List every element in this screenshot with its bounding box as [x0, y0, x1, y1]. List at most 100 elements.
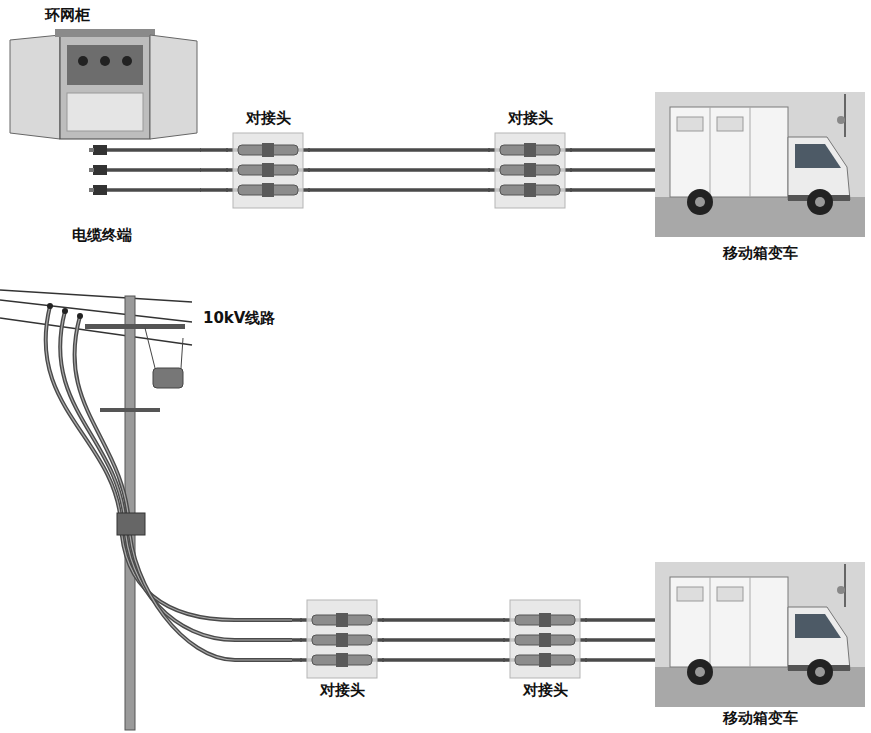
connector-core [262, 163, 274, 177]
box-vent [677, 117, 703, 131]
overhead-wire [0, 290, 192, 302]
node-label: 移动箱变车 [723, 245, 798, 262]
part-label: 电缆终端 [72, 227, 132, 244]
antenna [844, 94, 846, 137]
cable-clamp-point [77, 313, 83, 319]
cable-terminal [93, 145, 107, 155]
cable-clamp-point [47, 303, 53, 309]
cabinet-drawing [10, 29, 201, 195]
wheel [687, 659, 713, 685]
connector-core [539, 653, 551, 667]
cabinet-node: 环网柜 [5, 5, 200, 205]
terminal-lug [89, 188, 94, 192]
connector-core [336, 653, 348, 667]
node-label: 对接头 [320, 682, 365, 699]
truck-drawing [655, 92, 865, 237]
cabinet-roof [55, 29, 155, 37]
cabinet-door [10, 35, 60, 139]
truck-illustration [655, 562, 865, 730]
pole-node: 10kV线路 [5, 288, 290, 730]
cable [46, 306, 292, 620]
connector-frame [307, 600, 377, 678]
box-seam [710, 107, 711, 197]
truck-drawing [655, 562, 865, 707]
node-label: 对接头 [523, 682, 568, 699]
connector-frame [495, 133, 565, 208]
cabinet-lower-panel [67, 93, 143, 131]
connector-core [524, 163, 536, 177]
cable-terminal [93, 185, 107, 195]
connector-frame [510, 600, 580, 678]
cable [105, 168, 201, 172]
connector-drawing [503, 600, 587, 678]
box-seam [750, 577, 751, 667]
truck-box [670, 577, 788, 667]
cable [105, 148, 201, 152]
crossarm [100, 408, 160, 412]
cabinet-illustration [5, 5, 200, 205]
pole-drawing [0, 290, 292, 730]
cable-terminal [93, 165, 107, 175]
box-seam [710, 577, 711, 667]
connector-core [336, 613, 348, 627]
cabinet-panel [67, 45, 143, 85]
wheel-hub [815, 197, 825, 207]
overhead-wire [0, 318, 192, 345]
node-label: 对接头 [508, 110, 553, 127]
switch-lead [145, 328, 155, 368]
ground [655, 667, 865, 707]
crossarm [85, 324, 185, 329]
connector-node: 对接头 [302, 598, 382, 706]
bushing [100, 56, 110, 66]
connector-frame [233, 133, 303, 208]
wheel [807, 659, 833, 685]
antenna-tip [837, 586, 845, 594]
connector-core [524, 143, 536, 157]
pole-illustration [5, 288, 290, 730]
truck-node: 移动箱变车 [655, 92, 865, 267]
node-label: 环网柜 [45, 7, 90, 24]
truck-node: 移动箱变车 [655, 562, 865, 730]
connector-drawing [226, 133, 310, 208]
cab-window [795, 144, 841, 168]
connector-core [336, 633, 348, 647]
cable [60, 311, 292, 640]
connector-node: 对接头 [228, 108, 308, 213]
connector-core [262, 183, 274, 197]
photo-background [655, 562, 865, 707]
wheel [807, 189, 833, 215]
connector-core [524, 183, 536, 197]
antenna-tip [837, 116, 845, 124]
cable-connector [200, 150, 228, 190]
node-label: 对接头 [246, 110, 291, 127]
connector-node: 对接头 [490, 108, 570, 213]
switch-lead [181, 338, 183, 368]
cable-highlight [46, 306, 292, 620]
terminal-lug [89, 148, 94, 152]
cabinet-body [60, 35, 150, 139]
truck-box [670, 107, 788, 197]
cabinet-door [150, 35, 197, 139]
cable-clamp [117, 513, 145, 535]
connector-drawing [300, 600, 384, 678]
bushing [122, 56, 132, 66]
cable-connector [382, 620, 505, 660]
cable-highlight [60, 311, 292, 640]
connector-core [539, 613, 551, 627]
wheel-hub [695, 197, 705, 207]
ground [655, 197, 865, 237]
connector-node: 对接头 [505, 598, 585, 706]
connector-core [262, 143, 274, 157]
box-vent [717, 117, 743, 131]
cab-window [795, 614, 841, 638]
wheel-hub [815, 667, 825, 677]
connector-core [539, 633, 551, 647]
node-label: 移动箱变车 [723, 710, 798, 727]
wheel [687, 189, 713, 215]
box-seam [750, 107, 751, 197]
box-vent [717, 587, 743, 601]
cable-highlight [75, 316, 292, 660]
antenna [844, 564, 846, 607]
overhead-wire [0, 300, 192, 322]
